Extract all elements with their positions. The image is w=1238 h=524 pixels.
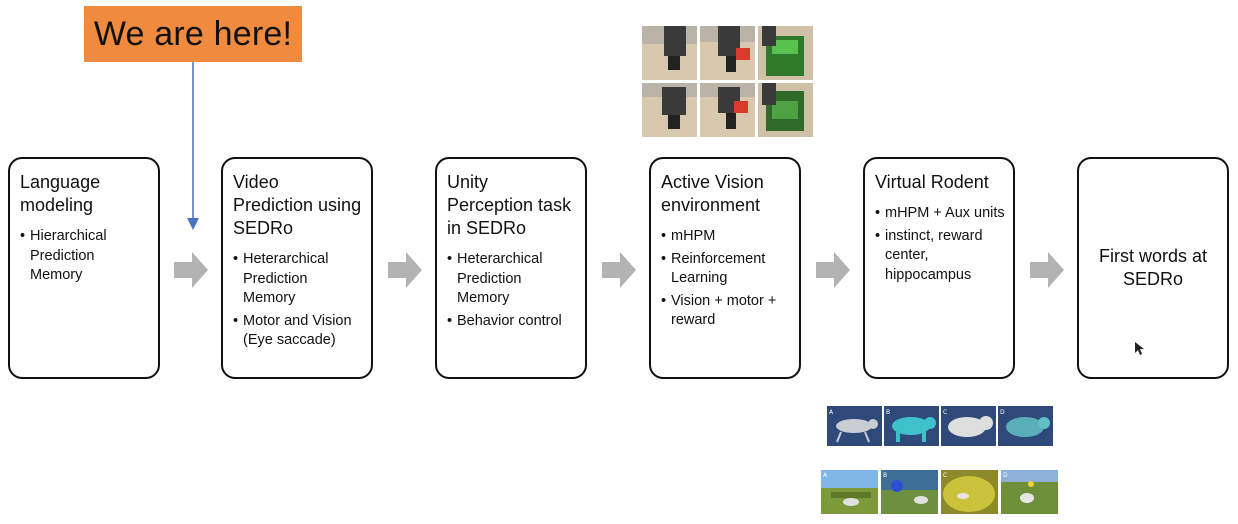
robot-frame-image [700,83,755,137]
callout-label: We are here! [93,14,293,53]
stage-bullet: mHPM [661,227,791,247]
panel-label: A [823,472,828,479]
arena-gaps-image: A [821,470,878,514]
stage-bullet: Vision + motor + reward [661,292,791,331]
stage-title: Language modeling [20,172,101,215]
stage-title: First words at SEDRo [1098,246,1208,289]
stage-title: Active Vision environment [661,172,764,215]
robot-camera-thumbnails [642,26,813,137]
panel-label: C [943,472,947,479]
rodent-skin-image: C [941,406,996,446]
rodent-translucent-image: D [998,406,1053,446]
stage-active-vision: Active Vision environment mHPM Reinforce… [649,157,801,379]
panel-label: D [1000,409,1005,416]
stage-video-prediction: Video Prediction using SEDRo Heterarchic… [221,157,373,379]
robot-frame-image [700,26,755,80]
stage-bullets: mHPM + Aux units instinct, reward center… [875,204,1005,285]
flow-arrow-icon [1030,252,1064,288]
flow-arrow-icon [174,252,208,288]
rodent-muscle-image: B [884,406,939,446]
panel-label: B [883,472,887,479]
stage-title: Unity Perception task in SEDRo [447,172,572,238]
stage-bullet: Heterarchical Prediction Memory [447,250,577,309]
stage-bullet: Behavior control [447,312,577,332]
rodent-skeleton-image: A [827,406,882,446]
robot-frame-image [642,83,697,137]
rodent-task-arenas: A B C D [821,470,1058,514]
panel-label: A [829,409,834,416]
stage-bullet: Heterarchical Prediction Memory [233,250,363,309]
stage-bullets: mHPM Reinforcement Learning Vision + mot… [661,227,791,331]
stage-unity-perception: Unity Perception task in SEDRo Heterarch… [435,157,587,379]
stage-bullet: Reinforcement Learning [661,250,791,289]
mouse-cursor-icon [1135,342,1144,355]
arena-ball-image: B [881,470,938,514]
arena-bowl-image: C [941,470,998,514]
robot-frame-image [642,26,697,80]
stage-bullet: Hierarchical Prediction Memory [20,227,150,286]
stage-bullets: Heterarchical Prediction Memory Behavior… [447,250,577,331]
robot-frame-image [758,26,813,80]
panel-label: D [1003,472,1008,479]
rodent-model-panels: A B C D [827,406,1053,446]
stage-bullets: Heterarchical Prediction Memory Motor an… [233,250,363,351]
stage-title: Video Prediction using SEDRo [233,172,362,238]
arena-tap-image: D [1001,470,1058,514]
flow-arrow-icon [388,252,422,288]
stage-bullet: mHPM + Aux units [875,204,1005,224]
stage-bullet: Motor and Vision (Eye saccade) [233,312,363,351]
stage-first-words: First words at SEDRo [1077,157,1229,379]
panel-label: C [943,409,947,416]
flow-arrow-icon [602,252,636,288]
flow-arrow-icon [816,252,850,288]
stage-language-modeling: Language modeling Hierarchical Predictio… [8,157,160,379]
robot-frame-image [758,83,813,137]
we-are-here-callout: We are here! [84,6,302,62]
panel-label: B [886,409,890,416]
stage-bullets: Hierarchical Prediction Memory [20,227,150,286]
stage-virtual-rodent: Virtual Rodent mHPM + Aux units instinct… [863,157,1015,379]
stage-title: Virtual Rodent [875,172,989,192]
stage-bullet: instinct, reward center, hippocampus [875,227,1005,286]
